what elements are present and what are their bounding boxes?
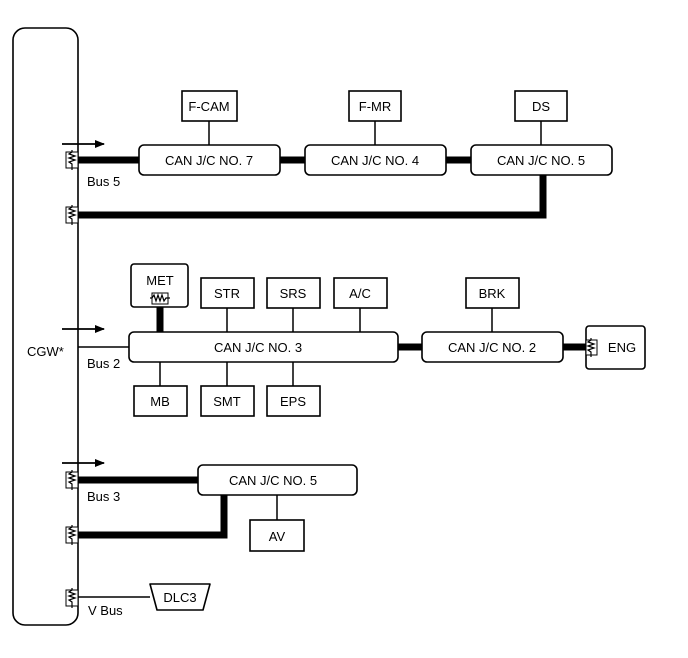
srs-label: SRS bbox=[280, 286, 307, 301]
jc3-label: CAN J/C NO. 3 bbox=[214, 340, 302, 355]
bus5-label: Bus 5 bbox=[87, 174, 120, 189]
ac-box bbox=[333, 277, 388, 309]
ds-box bbox=[514, 90, 568, 122]
gateway-label: CGW* bbox=[27, 344, 64, 359]
av-label: AV bbox=[269, 529, 286, 544]
jc4-top-label: CAN J/C NO. 4 bbox=[331, 153, 419, 168]
bus3-terminator-1 bbox=[65, 470, 79, 490]
eng-terminator bbox=[585, 338, 598, 357]
vbus-label: V Bus bbox=[88, 603, 123, 618]
str-box bbox=[200, 277, 255, 309]
fmr-label: F-MR bbox=[359, 99, 392, 114]
gateway-box bbox=[12, 27, 79, 626]
mb-box bbox=[133, 385, 188, 417]
srs-box bbox=[266, 277, 321, 309]
eng-label: ENG bbox=[608, 340, 636, 355]
smt-label: SMT bbox=[213, 394, 241, 409]
vbus-terminator bbox=[65, 588, 79, 608]
brk-label: BRK bbox=[479, 286, 506, 301]
bus5-return-line bbox=[78, 175, 547, 219]
jc7-label: CAN J/C NO. 7 bbox=[165, 153, 253, 168]
bus3-terminator-2 bbox=[65, 525, 79, 545]
jc5-low-label: CAN J/C NO. 5 bbox=[229, 473, 317, 488]
ac-label: A/C bbox=[349, 286, 371, 301]
met-terminator bbox=[150, 292, 170, 305]
bus5-terminator-2 bbox=[65, 205, 79, 225]
eps-box bbox=[266, 385, 321, 417]
av-box bbox=[249, 519, 305, 552]
bus5-terminator-1 bbox=[65, 150, 79, 170]
brk-box bbox=[465, 277, 520, 309]
jc5-top-label: CAN J/C NO. 5 bbox=[497, 153, 585, 168]
bus3-return-line bbox=[78, 495, 228, 539]
smt-box bbox=[200, 385, 255, 417]
eps-label: EPS bbox=[280, 394, 306, 409]
met-label: MET bbox=[146, 273, 174, 288]
dlc3-label: DLC3 bbox=[163, 590, 196, 605]
mb-label: MB bbox=[150, 394, 170, 409]
dlc3-connector bbox=[149, 583, 211, 611]
ds-label: DS bbox=[532, 99, 550, 114]
bus2-label: Bus 2 bbox=[87, 356, 120, 371]
str-label: STR bbox=[214, 286, 240, 301]
bus3-label: Bus 3 bbox=[87, 489, 120, 504]
fmr-box bbox=[348, 90, 402, 122]
fcam-label: F-CAM bbox=[188, 99, 229, 114]
jc2-label: CAN J/C NO. 2 bbox=[448, 340, 536, 355]
